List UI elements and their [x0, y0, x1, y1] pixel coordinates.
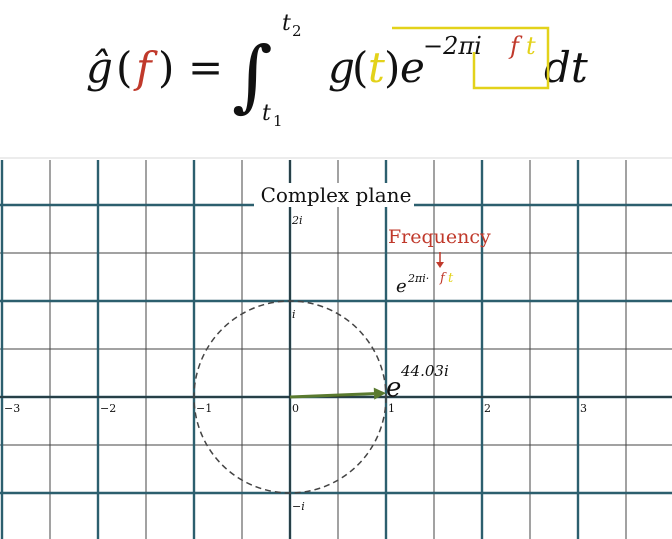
- complex-plane: −3 −2 −1 0 1 2 3 2i i −i Complex plane e 44.03…: [0, 157, 672, 539]
- plane-title: Complex plane: [261, 183, 412, 207]
- rotating-vector: [289, 392, 375, 399]
- formula-exp-prefix: −2πi: [423, 32, 482, 60]
- frequency-label: Frequency: [388, 226, 491, 248]
- formula-t: t: [368, 43, 385, 92]
- y-tick-label-2i: 2i: [291, 214, 303, 227]
- unit-circle: [193, 300, 387, 494]
- formula-dt: dt: [544, 43, 588, 92]
- frequency-arrow-head: [436, 262, 444, 268]
- formula-upper-limit: t: [282, 11, 291, 36]
- formula-equals: =: [188, 43, 223, 92]
- vector-label-exponent: 44.03i: [400, 362, 449, 380]
- frequency-expr-base: e: [396, 276, 407, 297]
- formula-ghat: ĝ: [86, 43, 113, 92]
- frequency-expr-t: t: [448, 271, 454, 286]
- x-tick-label: −3: [4, 402, 20, 415]
- minor-grid: [0, 160, 672, 539]
- vector-label-base: e: [386, 373, 401, 403]
- rotating-vector-arrowhead: [373, 387, 386, 400]
- x-tick-label: 3: [580, 402, 587, 415]
- frequency-expr-prefix: 2πi·: [407, 272, 429, 285]
- fourier-transform-formula: ĝ ( f ) = ∫ t 2 t 1 g ( t ) e −2πi f t d…: [86, 11, 588, 130]
- x-tick-label: 0: [292, 402, 299, 415]
- x-tick-label: −2: [100, 402, 116, 415]
- formula-f: f: [133, 43, 158, 92]
- formula-exp-f: f: [508, 32, 523, 60]
- y-tick-label-i: i: [292, 308, 296, 321]
- formula-e: e: [400, 43, 425, 92]
- x-tick-label: 1: [388, 402, 395, 415]
- formula-g: g: [328, 43, 355, 92]
- formula-paren-close-1: ): [158, 43, 174, 92]
- formula-highlight-box: [392, 26, 550, 90]
- x-tick-label: 2: [484, 402, 491, 415]
- formula-paren-open-1: (: [116, 43, 132, 92]
- formula-lower-limit-sub: 1: [273, 112, 283, 130]
- formula-upper-limit-sub: 2: [292, 22, 302, 40]
- frequency-expr-f: f: [439, 271, 447, 286]
- y-tick-label-neg-i: −i: [292, 500, 305, 513]
- x-tick-labels: −3 −2 −1 0 1 2 3: [4, 402, 587, 415]
- formula-paren-open-2: (: [352, 43, 368, 92]
- plane-title-background: [254, 183, 414, 207]
- formula-paren-close-2: ): [384, 43, 400, 92]
- x-tick-label: −1: [196, 402, 212, 415]
- formula-exp-t: t: [526, 32, 536, 60]
- formula-lower-limit: t: [262, 101, 271, 126]
- formula-integral-sign: ∫: [232, 31, 273, 121]
